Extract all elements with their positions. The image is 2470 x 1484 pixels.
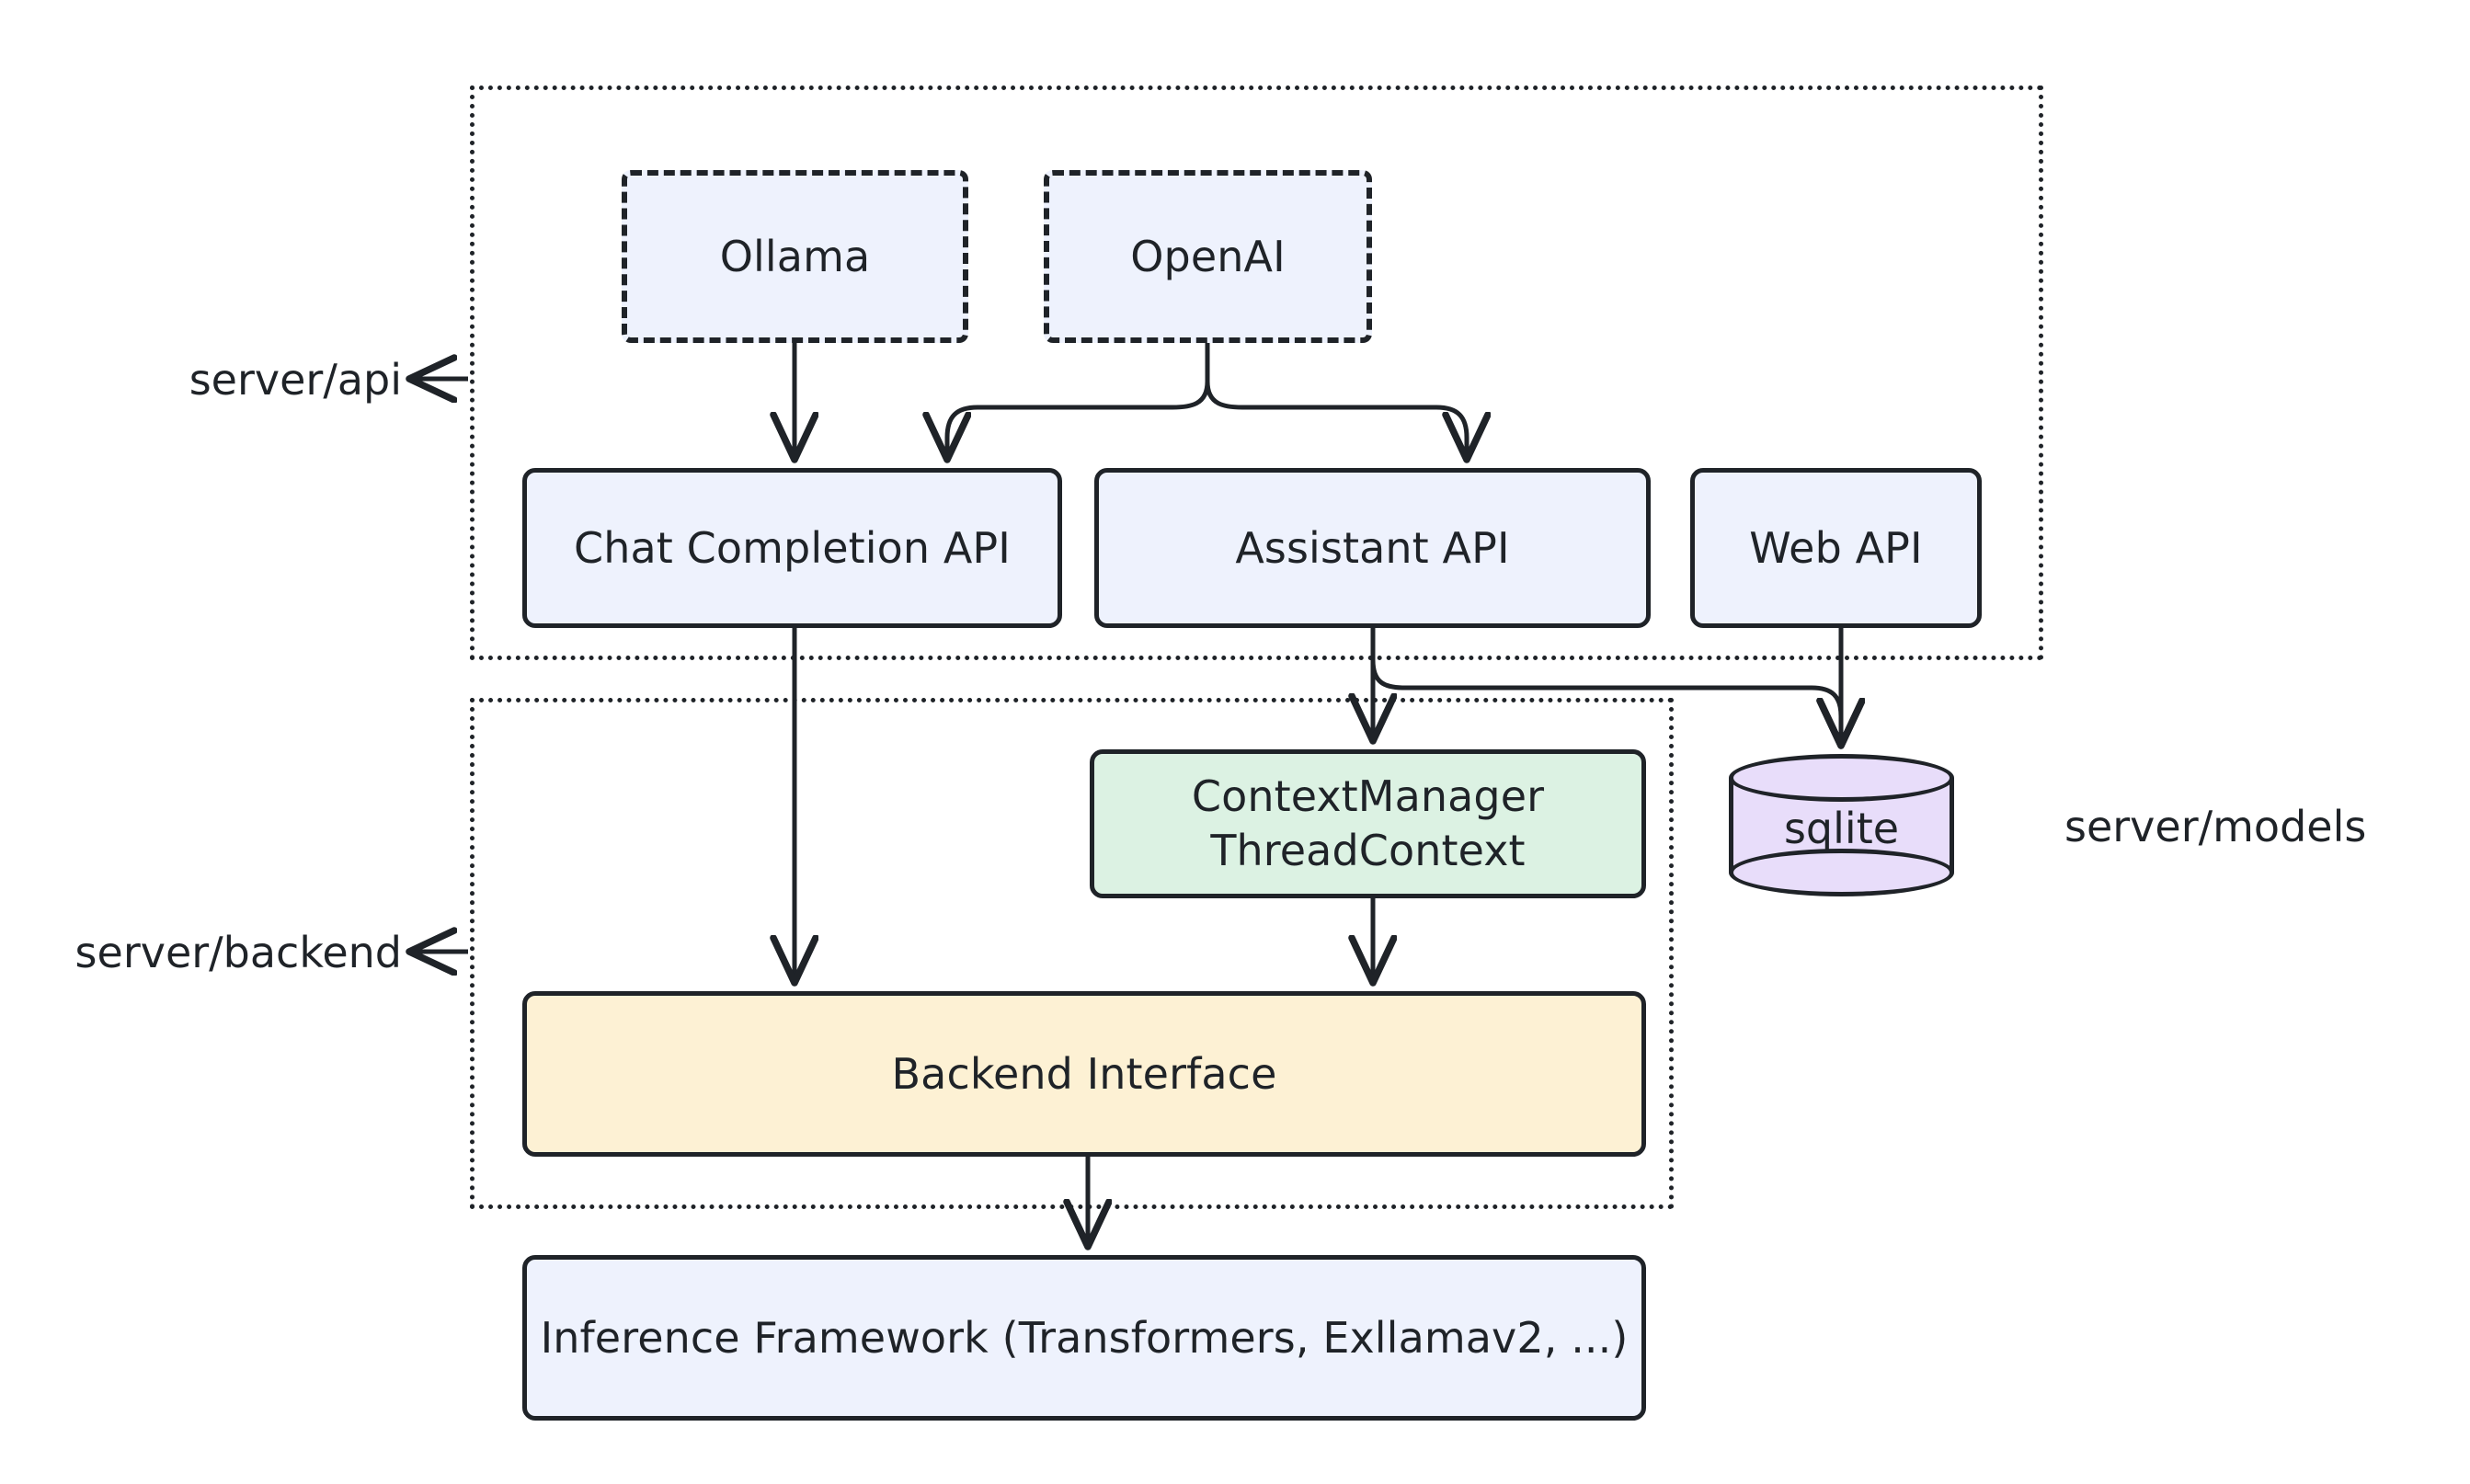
node-ollama-label: Ollama [719, 231, 871, 281]
cluster-server-api [470, 86, 2043, 660]
node-context-manager-label-line2: ThreadContext [1210, 826, 1526, 875]
node-web-api[interactable]: Web API [1690, 468, 1982, 628]
node-inference-framework-label: Inference Framework (Transformers, Exlla… [540, 1312, 1629, 1363]
sqlite-cylinder-bottom [1729, 849, 1954, 896]
node-openai-label: OpenAI [1130, 231, 1286, 281]
node-sqlite-label: sqlite [1783, 803, 1900, 853]
annotation-label-server-models: server/models [2064, 802, 2367, 851]
node-inference-framework[interactable]: Inference Framework (Transformers, Exlla… [522, 1255, 1646, 1421]
node-assistant-api[interactable]: Assistant API [1094, 468, 1651, 628]
node-context-manager-thread-context[interactable]: ContextManager ThreadContext [1090, 749, 1646, 898]
cluster-label-server-backend: server/backend [74, 928, 402, 977]
cluster-server-backend [470, 698, 1674, 1209]
node-openai[interactable]: OpenAI [1044, 170, 1372, 343]
node-backend-interface-label: Backend Interface [891, 1048, 1277, 1099]
cluster-label-server-api: server/api [189, 355, 402, 405]
node-chat-completion-api[interactable]: Chat Completion API [522, 468, 1062, 628]
node-context-manager-label-line1: ContextManager [1191, 771, 1545, 822]
node-chat-completion-api-label: Chat Completion API [574, 522, 1011, 573]
node-assistant-api-label: Assistant API [1235, 522, 1510, 573]
sqlite-cylinder-top [1729, 754, 1954, 802]
node-sqlite-database[interactable]: sqlite [1729, 754, 1954, 896]
node-ollama[interactable]: Ollama [622, 170, 968, 343]
node-backend-interface[interactable]: Backend Interface [522, 991, 1646, 1157]
node-web-api-label: Web API [1749, 522, 1923, 573]
